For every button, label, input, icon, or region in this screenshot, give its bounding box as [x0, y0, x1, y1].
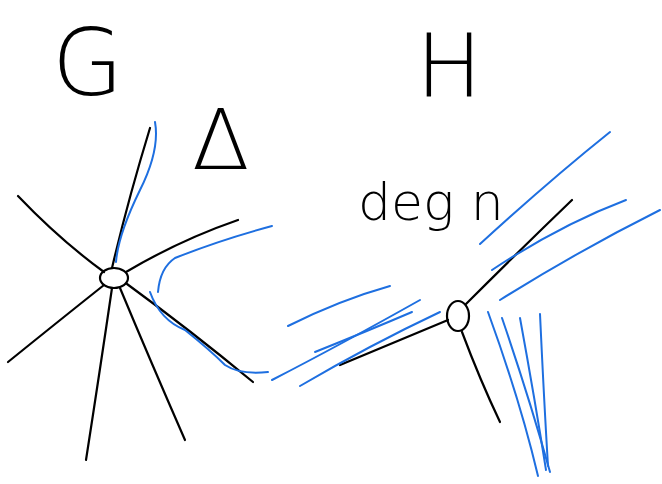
blue-path — [492, 200, 626, 270]
blue-path — [540, 314, 548, 466]
edge-line — [462, 332, 500, 422]
blue-path — [288, 286, 390, 326]
copy-overlay — [272, 132, 660, 476]
blue-path — [150, 292, 268, 373]
blue-path — [502, 318, 550, 472]
blue-path — [315, 312, 412, 352]
blue-path — [272, 300, 420, 380]
graph-name: G — [52, 18, 123, 110]
edge-line — [18, 196, 104, 272]
blue-path — [116, 122, 156, 262]
edge-line — [86, 288, 112, 460]
edge-line — [120, 288, 185, 440]
edge-line — [126, 220, 238, 272]
degree-symbol: Δ — [192, 98, 249, 182]
blue-path — [158, 226, 272, 292]
graph-h — [340, 200, 572, 422]
blue-path — [488, 312, 538, 476]
blue-path — [300, 312, 440, 386]
vertex — [447, 301, 469, 331]
degree-note: deg n — [358, 176, 504, 228]
edge-line — [8, 285, 104, 362]
blue-path — [500, 210, 660, 300]
graph-name: H — [416, 22, 482, 110]
edge-line — [340, 320, 448, 365]
